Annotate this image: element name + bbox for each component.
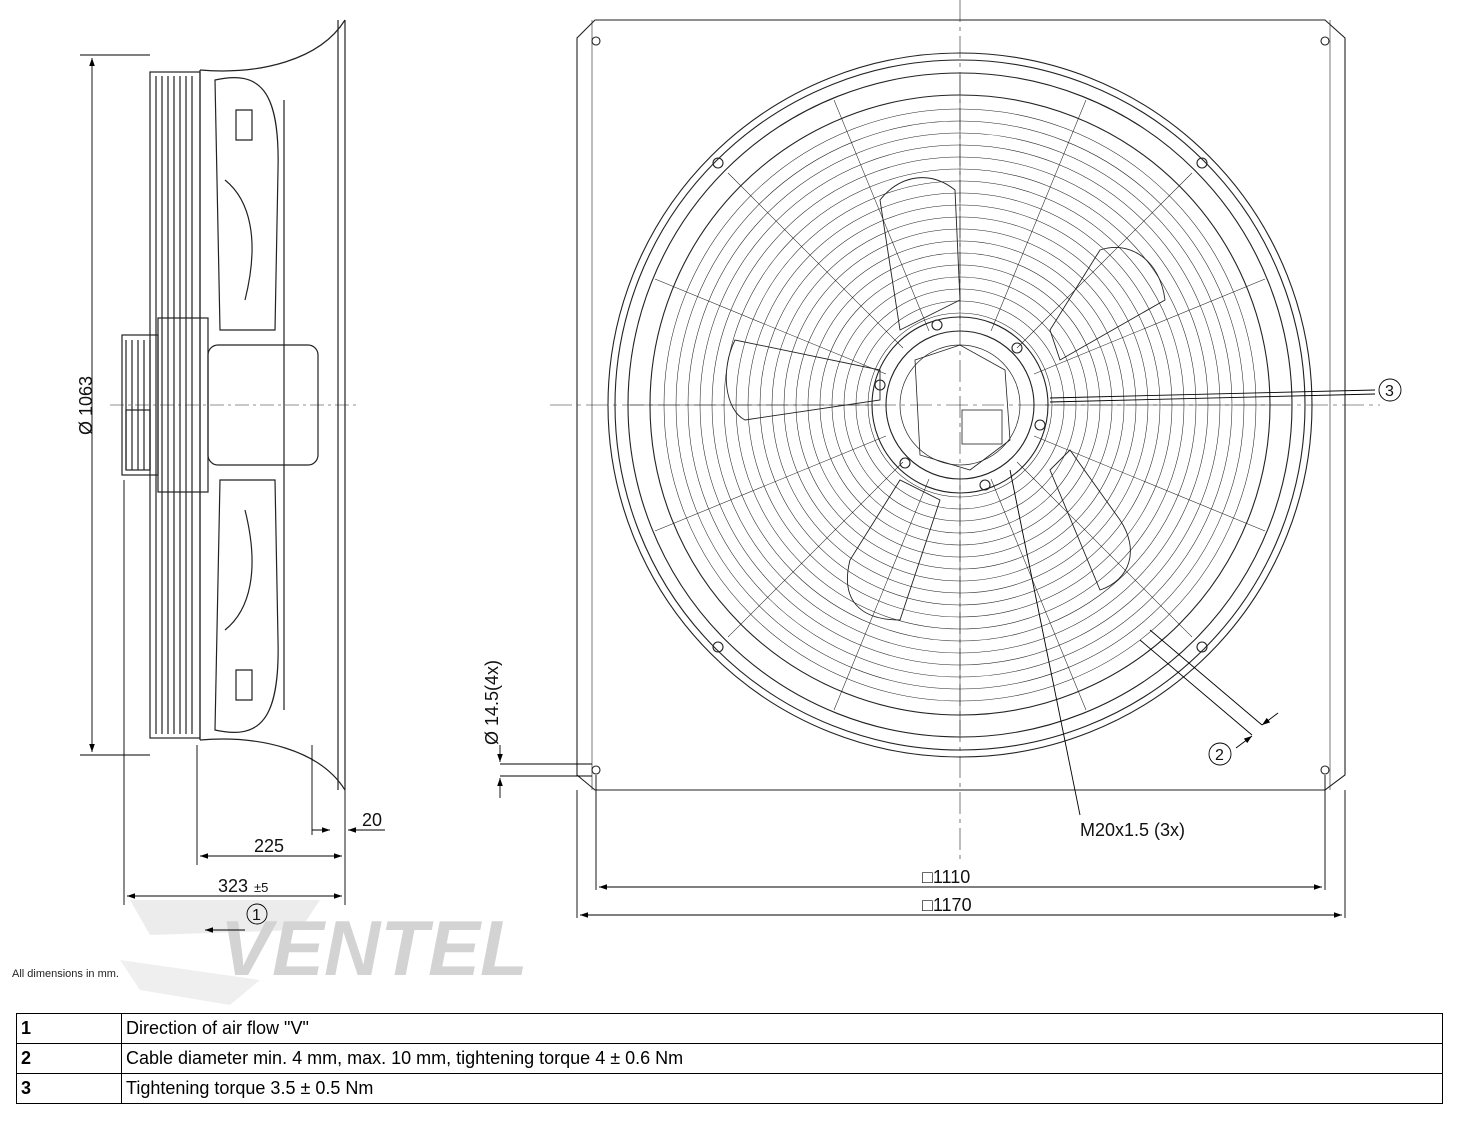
mount-hole-tl (591, 36, 601, 46)
legend-number: 3 (16, 1073, 122, 1104)
side-view (110, 19, 360, 791)
technical-drawing: VENTEL (76, 0, 1402, 1005)
dim-323-tolerance: ±5 (254, 880, 268, 895)
motor-hub (121, 317, 319, 493)
housing-nozzle (199, 19, 346, 791)
mount-hole-br (1320, 765, 1330, 775)
watermark-text: VENTEL (220, 904, 528, 992)
nozzle-outer-ring (607, 52, 1313, 758)
callout-2: 2 (1215, 747, 1224, 764)
legend-text: Cable diameter min. 4 mm, max. 10 mm, ti… (121, 1043, 1443, 1074)
legend-table: 1 Direction of air flow "V" 2 Cable diam… (16, 1013, 1443, 1104)
dim-20: 20 (362, 810, 382, 830)
watermark: VENTEL (120, 900, 528, 1005)
dim-1110: □1110 (922, 867, 970, 887)
mount-hole-bl (591, 765, 601, 775)
fan-blades-side (214, 77, 279, 733)
side-dimensions (80, 54, 385, 933)
legend-row: 3 Tightening torque 3.5 ± 0.5 Nm (16, 1073, 1443, 1104)
fan-blades-front (725, 177, 1166, 621)
motor-rotor (149, 71, 201, 739)
legend-number: 1 (16, 1013, 122, 1044)
units-note: All dimensions in mm. (12, 968, 119, 980)
callout-3: 3 (1385, 383, 1394, 400)
mount-hole-tr (1320, 36, 1330, 46)
dim-323: 323 (218, 876, 248, 896)
dim-225: 225 (254, 836, 284, 856)
motor-hub-front (871, 316, 1049, 494)
dim-outer-diameter: Ø 1063 (76, 376, 96, 435)
legend-text: Tightening torque 3.5 ± 0.5 Nm (121, 1073, 1443, 1104)
legend-row: 1 Direction of air flow "V" (16, 1013, 1443, 1044)
legend-number: 2 (16, 1043, 122, 1074)
gland-label: M20x1.5 (3x) (1080, 820, 1185, 840)
legend-row: 2 Cable diameter min. 4 mm, max. 10 mm, … (16, 1043, 1443, 1074)
dim-hole-diameter: Ø 14.5(4x) (482, 660, 502, 745)
front-view (550, 0, 1380, 860)
dim-1170: □1170 (922, 895, 972, 915)
legend-text: Direction of air flow "V" (121, 1013, 1443, 1044)
guard-ring (627, 72, 1293, 738)
front-annotations (497, 378, 1402, 918)
callout-1: 1 (252, 907, 261, 924)
guard-grille (630, 75, 1290, 735)
